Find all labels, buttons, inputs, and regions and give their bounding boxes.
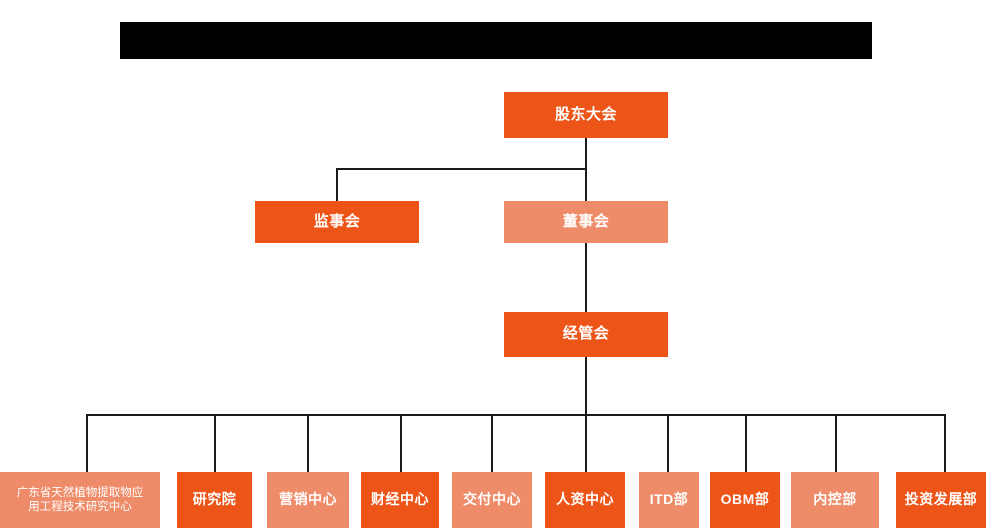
connector-drop-itd-dept <box>667 414 669 472</box>
node-delivery-center-label: 交付中心 <box>463 491 521 508</box>
node-management-label: 经管会 <box>562 325 610 343</box>
node-finance-center-label: 财经中心 <box>371 491 429 508</box>
node-gd-research-center[interactable]: 广东省天然植物提取物应 用工程技术研究中心 <box>0 472 160 528</box>
connector-level2-bus <box>336 168 587 170</box>
node-supervisors-label: 监事会 <box>313 212 361 230</box>
connector-drop-research-institute <box>214 414 216 472</box>
node-itd-dept[interactable]: ITD部 <box>639 472 699 528</box>
node-shareholders-label: 股东大会 <box>554 105 617 123</box>
node-internal-control-dept[interactable]: 内控部 <box>791 472 879 528</box>
connector-drop-obm-dept <box>745 414 747 472</box>
node-supervisors[interactable]: 监事会 <box>255 201 419 243</box>
connector-drop-internal-control-dept <box>835 414 837 472</box>
node-directors-label: 董事会 <box>562 212 610 230</box>
connector-directors-to-management <box>585 242 587 312</box>
connector-shareholders-stem <box>585 138 587 170</box>
node-internal-control-dept-label: 内控部 <box>813 491 857 508</box>
node-investment-development-dept-label: 投资发展部 <box>904 491 978 508</box>
node-marketing-center[interactable]: 营销中心 <box>267 472 349 528</box>
node-gd-research-center-label: 广东省天然植物提取物应 用工程技术研究中心 <box>16 486 144 513</box>
node-management[interactable]: 经管会 <box>504 312 668 357</box>
node-marketing-center-label: 营销中心 <box>279 491 337 508</box>
connector-drop-delivery-center <box>491 414 493 472</box>
redacted-title-bar <box>120 22 872 59</box>
node-investment-development-dept[interactable]: 投资发展部 <box>896 472 986 528</box>
node-research-institute-label: 研究院 <box>192 491 237 508</box>
node-research-institute[interactable]: 研究院 <box>177 472 252 528</box>
node-hr-center[interactable]: 人资中心 <box>545 472 625 528</box>
node-obm-dept-label: OBM部 <box>720 491 770 508</box>
node-shareholders[interactable]: 股东大会 <box>504 92 668 138</box>
node-obm-dept[interactable]: OBM部 <box>710 472 780 528</box>
node-hr-center-label: 人资中心 <box>556 491 614 508</box>
connector-drop-finance-center <box>400 414 402 472</box>
node-directors[interactable]: 董事会 <box>504 201 668 243</box>
connector-supervisors-drop <box>336 168 338 201</box>
connector-drop-marketing-center <box>307 414 309 472</box>
node-finance-center[interactable]: 财经中心 <box>361 472 439 528</box>
connector-drop-investment-development-dept <box>944 414 946 472</box>
node-delivery-center[interactable]: 交付中心 <box>452 472 532 528</box>
node-itd-dept-label: ITD部 <box>649 491 689 508</box>
connector-level4-bus <box>86 414 946 416</box>
connector-drop-hr-center <box>585 414 587 472</box>
connector-drop-gd-research-center <box>86 414 88 472</box>
connector-management-stem <box>585 357 587 415</box>
connector-directors-drop <box>585 168 587 201</box>
